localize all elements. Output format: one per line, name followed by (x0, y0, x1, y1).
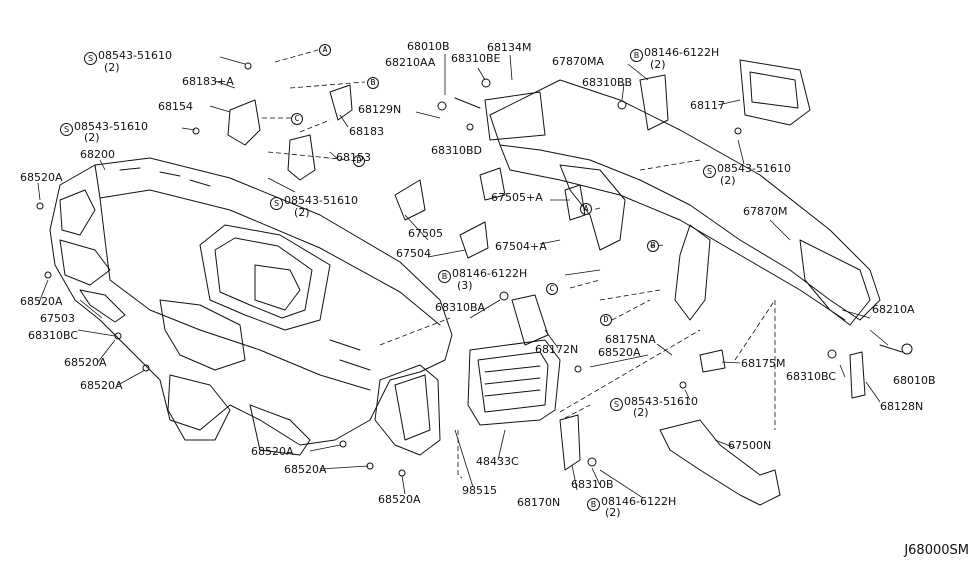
label-67505-a: 67505+A (491, 191, 543, 204)
label-68200: 68200 (80, 148, 115, 161)
s-circle-icon: S (703, 165, 716, 178)
lower-bar (659, 419, 781, 506)
label-68010b-right: 68010B (893, 374, 936, 387)
label-68183: 68183 (349, 125, 384, 138)
diagram-id: J68000SM (904, 543, 969, 558)
callout-d-target: D (600, 314, 612, 326)
s-circle-icon: S (84, 52, 97, 65)
label-98515: 98515 (462, 484, 497, 497)
s-circle-icon: S (610, 398, 623, 411)
label-68310bc-right: 68310BC (786, 370, 837, 383)
label-68520a-5: 68520A (251, 445, 294, 458)
label-68520a-mid: 68520A (598, 346, 641, 359)
fasteners (36, 62, 913, 477)
label-68117: 68117 (690, 99, 725, 112)
label-67503: 67503 (40, 312, 75, 325)
instrument-panel (49, 157, 453, 456)
callout-a: A (319, 44, 331, 56)
label-68520a-7: 68520A (378, 493, 421, 506)
callout-b: B (367, 77, 379, 89)
label-68134m: 68134M (487, 41, 532, 54)
callout-c: C (291, 113, 303, 125)
label-68210aa: 68210AA (385, 56, 436, 69)
label-68310be: 68310BE (451, 52, 501, 65)
label-68520a: 68520A (20, 171, 63, 184)
label-68520a-2: 68520A (20, 295, 63, 308)
s-circle-icon: S (60, 123, 73, 136)
label-qty: (2) (720, 174, 736, 187)
label-68310bb: 68310BB (582, 76, 633, 89)
label-68154: 68154 (158, 100, 193, 113)
label-68128n: 68128N (880, 400, 924, 413)
label-48433c: 48433C (476, 455, 519, 468)
callout-d: D (353, 155, 365, 167)
label-qty: (3) (457, 279, 473, 292)
label-68175na: 68175NA (605, 333, 656, 346)
callout-c-target: C (546, 283, 558, 295)
label-67504-a: 67504+A (495, 240, 547, 253)
label-68170n: 68170N (517, 496, 561, 509)
label-68310ba: 68310BA (435, 301, 486, 314)
label-67500n: 67500N (728, 439, 772, 452)
label-qty: (2) (294, 206, 310, 219)
label-68175m: 68175M (741, 357, 786, 370)
label-68210a: 68210A (872, 303, 915, 316)
label-68310bd: 68310BD (431, 144, 483, 157)
label-68172n: 68172N (535, 343, 579, 356)
b-circle-icon: B (587, 498, 600, 511)
brackets (79, 74, 866, 471)
s-circle-icon: S (270, 197, 283, 210)
label-68310bc-left: 68310BC (28, 329, 79, 342)
label-67505: 67505 (408, 227, 443, 240)
guide-lines (262, 49, 776, 479)
steering-member (484, 59, 881, 326)
label-68520a-6: 68520A (284, 463, 327, 476)
b-circle-icon: B (630, 49, 643, 62)
label-68310b: 68310B (571, 478, 614, 491)
callout-b-target: B (647, 240, 659, 252)
label-qty: (2) (104, 61, 120, 74)
label-qty: (2) (605, 506, 621, 519)
label-67870m: 67870M (743, 205, 788, 218)
label-qty: (2) (84, 131, 100, 144)
label-68129n: 68129N (358, 103, 402, 116)
label-68183-a: 68183+A (182, 75, 234, 88)
label-68520a-3: 68520A (64, 356, 107, 369)
label-68010b-top: 68010B (407, 40, 450, 53)
label-qty: (2) (633, 406, 649, 419)
label-67504: 67504 (396, 247, 431, 260)
label-qty: (2) (650, 58, 666, 71)
callout-a-target: A (580, 203, 592, 215)
airbag-module (467, 339, 561, 426)
label-67870ma: 67870MA (552, 55, 605, 68)
label-68520a-4: 68520A (80, 379, 123, 392)
b-circle-icon: B (438, 270, 451, 283)
